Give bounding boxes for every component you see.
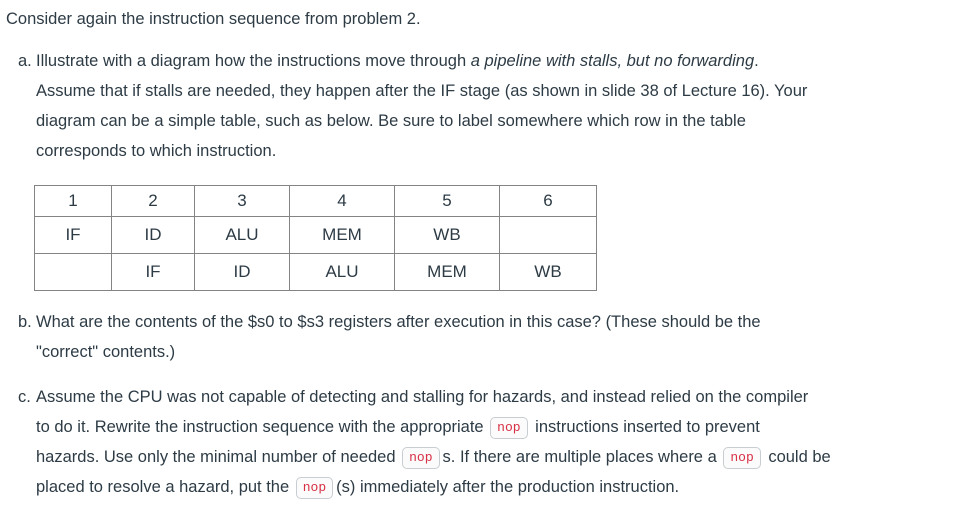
nop-code-chip: nop [295, 477, 334, 499]
item-c-line4-post: (s) immediately after the production ins… [336, 478, 680, 496]
pipeline-table-row-instruction-1: IF ID ALU MEM WB [34, 216, 597, 254]
pipeline-table-row-instruction-2: IF ID ALU MEM WB [34, 253, 597, 291]
item-a-italic-phrase: a pipeline with stalls, but no forwardin… [470, 52, 755, 70]
item-a-line-2: Assume that if stalls are needed, they h… [36, 82, 808, 100]
table-header-cell: 1 [34, 185, 112, 217]
item-c-line-4: placed to resolve a hazard, put the nop(… [36, 472, 955, 502]
table-cell: WB [394, 216, 500, 254]
nop-code-chip: nop [723, 447, 761, 469]
pipeline-stage-table: 1 2 3 4 5 6 IF ID ALU MEM WB IF ID ALU M… [34, 185, 597, 291]
list-marker-c: c. [18, 388, 31, 406]
item-c-line-1: Assume the CPU was not capable of detect… [36, 388, 809, 406]
table-cell [34, 253, 112, 291]
item-a-line-3: diagram can be a simple table, such as b… [36, 112, 746, 130]
item-c-line-2: to do it. Rewrite the instruction sequen… [36, 412, 955, 442]
item-a-line1-pre: Illustrate with a diagram how the instru… [36, 52, 471, 70]
item-c-line3-mid: s. If there are multiple places where a [442, 448, 722, 466]
table-header-cell: 4 [289, 185, 395, 217]
table-cell: MEM [289, 216, 395, 254]
table-cell: MEM [394, 253, 500, 291]
item-c-line2-post: instructions inserted to prevent [530, 418, 760, 436]
table-cell: WB [499, 253, 597, 291]
table-cell: ID [194, 253, 290, 291]
table-cell: ID [111, 216, 195, 254]
assignment-question-body: Consider again the instruction sequence … [6, 10, 955, 502]
item-b-line-1: What are the contents of the $s0 to $s3 … [36, 313, 761, 331]
item-c-line4-pre: placed to resolve a hazard, put the [36, 478, 294, 496]
list-item-a: a. Illustrate with a diagram how the ins… [6, 46, 955, 291]
table-cell: ALU [194, 216, 290, 254]
table-header-cell: 3 [194, 185, 290, 217]
item-a-line1-post: . [754, 52, 759, 70]
table-header-cell: 6 [499, 185, 597, 217]
table-cell: IF [34, 216, 112, 254]
item-a-line-1: Illustrate with a diagram how the instru… [36, 46, 955, 76]
item-c-line2-pre: to do it. Rewrite the instruction sequen… [36, 418, 489, 436]
table-header-cell: 2 [111, 185, 195, 217]
list-item-c: c. Assume the CPU was not capable of det… [6, 382, 955, 502]
item-a-line-4: corresponds to which instruction. [36, 142, 277, 160]
list-item-b: b. What are the contents of the $s0 to $… [6, 307, 955, 367]
table-header-cell: 5 [394, 185, 500, 217]
nop-code-chip: nop [402, 447, 440, 469]
table-cell: IF [111, 253, 195, 291]
nop-code-chip: nop [490, 417, 528, 439]
pipeline-table-header-row: 1 2 3 4 5 6 [34, 185, 597, 217]
item-c-line3-pre: hazards. Use only the minimal number of … [36, 448, 401, 466]
question-intro-text: Consider again the instruction sequence … [6, 10, 421, 28]
item-b-line-2: "correct" contents.) [36, 343, 176, 361]
table-cell [499, 216, 597, 254]
list-marker-b: b. [18, 313, 32, 331]
item-c-line-3: hazards. Use only the minimal number of … [36, 442, 955, 472]
table-cell: ALU [289, 253, 395, 291]
item-c-line3-post: could be [763, 448, 831, 466]
list-marker-a: a. [18, 52, 32, 70]
